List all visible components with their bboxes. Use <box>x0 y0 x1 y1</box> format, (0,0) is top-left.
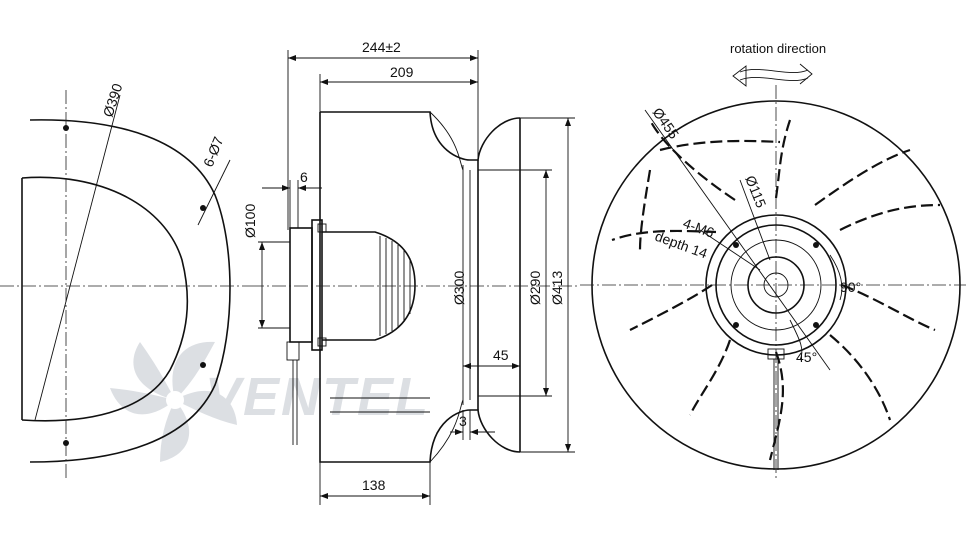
angle-90-label: 90° <box>840 279 861 295</box>
inlet-depth-label: 45 <box>493 347 509 363</box>
rotation-arrow-icon <box>732 63 813 87</box>
left-outer-dia-label: Ø390 <box>100 81 126 119</box>
overall-length-label: 244±2 <box>362 39 401 55</box>
flange-offset-label: 6 <box>300 169 308 185</box>
watermark-fan-icon <box>110 341 237 462</box>
outer-dia-label: Ø413 <box>549 271 565 305</box>
rotation-direction-label: rotation direction <box>730 41 826 56</box>
ring-gap-label: 3 <box>459 413 467 429</box>
base-length-label: 138 <box>362 477 386 493</box>
watermark-brand-text: VENTEL <box>205 367 430 427</box>
ventel-watermark: VENTEL <box>110 341 430 462</box>
shaft-dia-label: Ø100 <box>242 204 258 238</box>
hub-dia-label: Ø115 <box>742 173 769 210</box>
side-view: 244±2 209 <box>242 39 580 505</box>
impeller-dia-label: Ø300 <box>451 271 467 305</box>
body-length-label: 209 <box>390 64 414 80</box>
angle-45-label: 45° <box>796 349 817 365</box>
inlet-dia-label: Ø290 <box>527 271 543 305</box>
impeller-blades <box>611 119 941 461</box>
left-holes-label: 6-Ø7 <box>200 134 227 169</box>
front-view: rotation direction <box>580 41 966 480</box>
